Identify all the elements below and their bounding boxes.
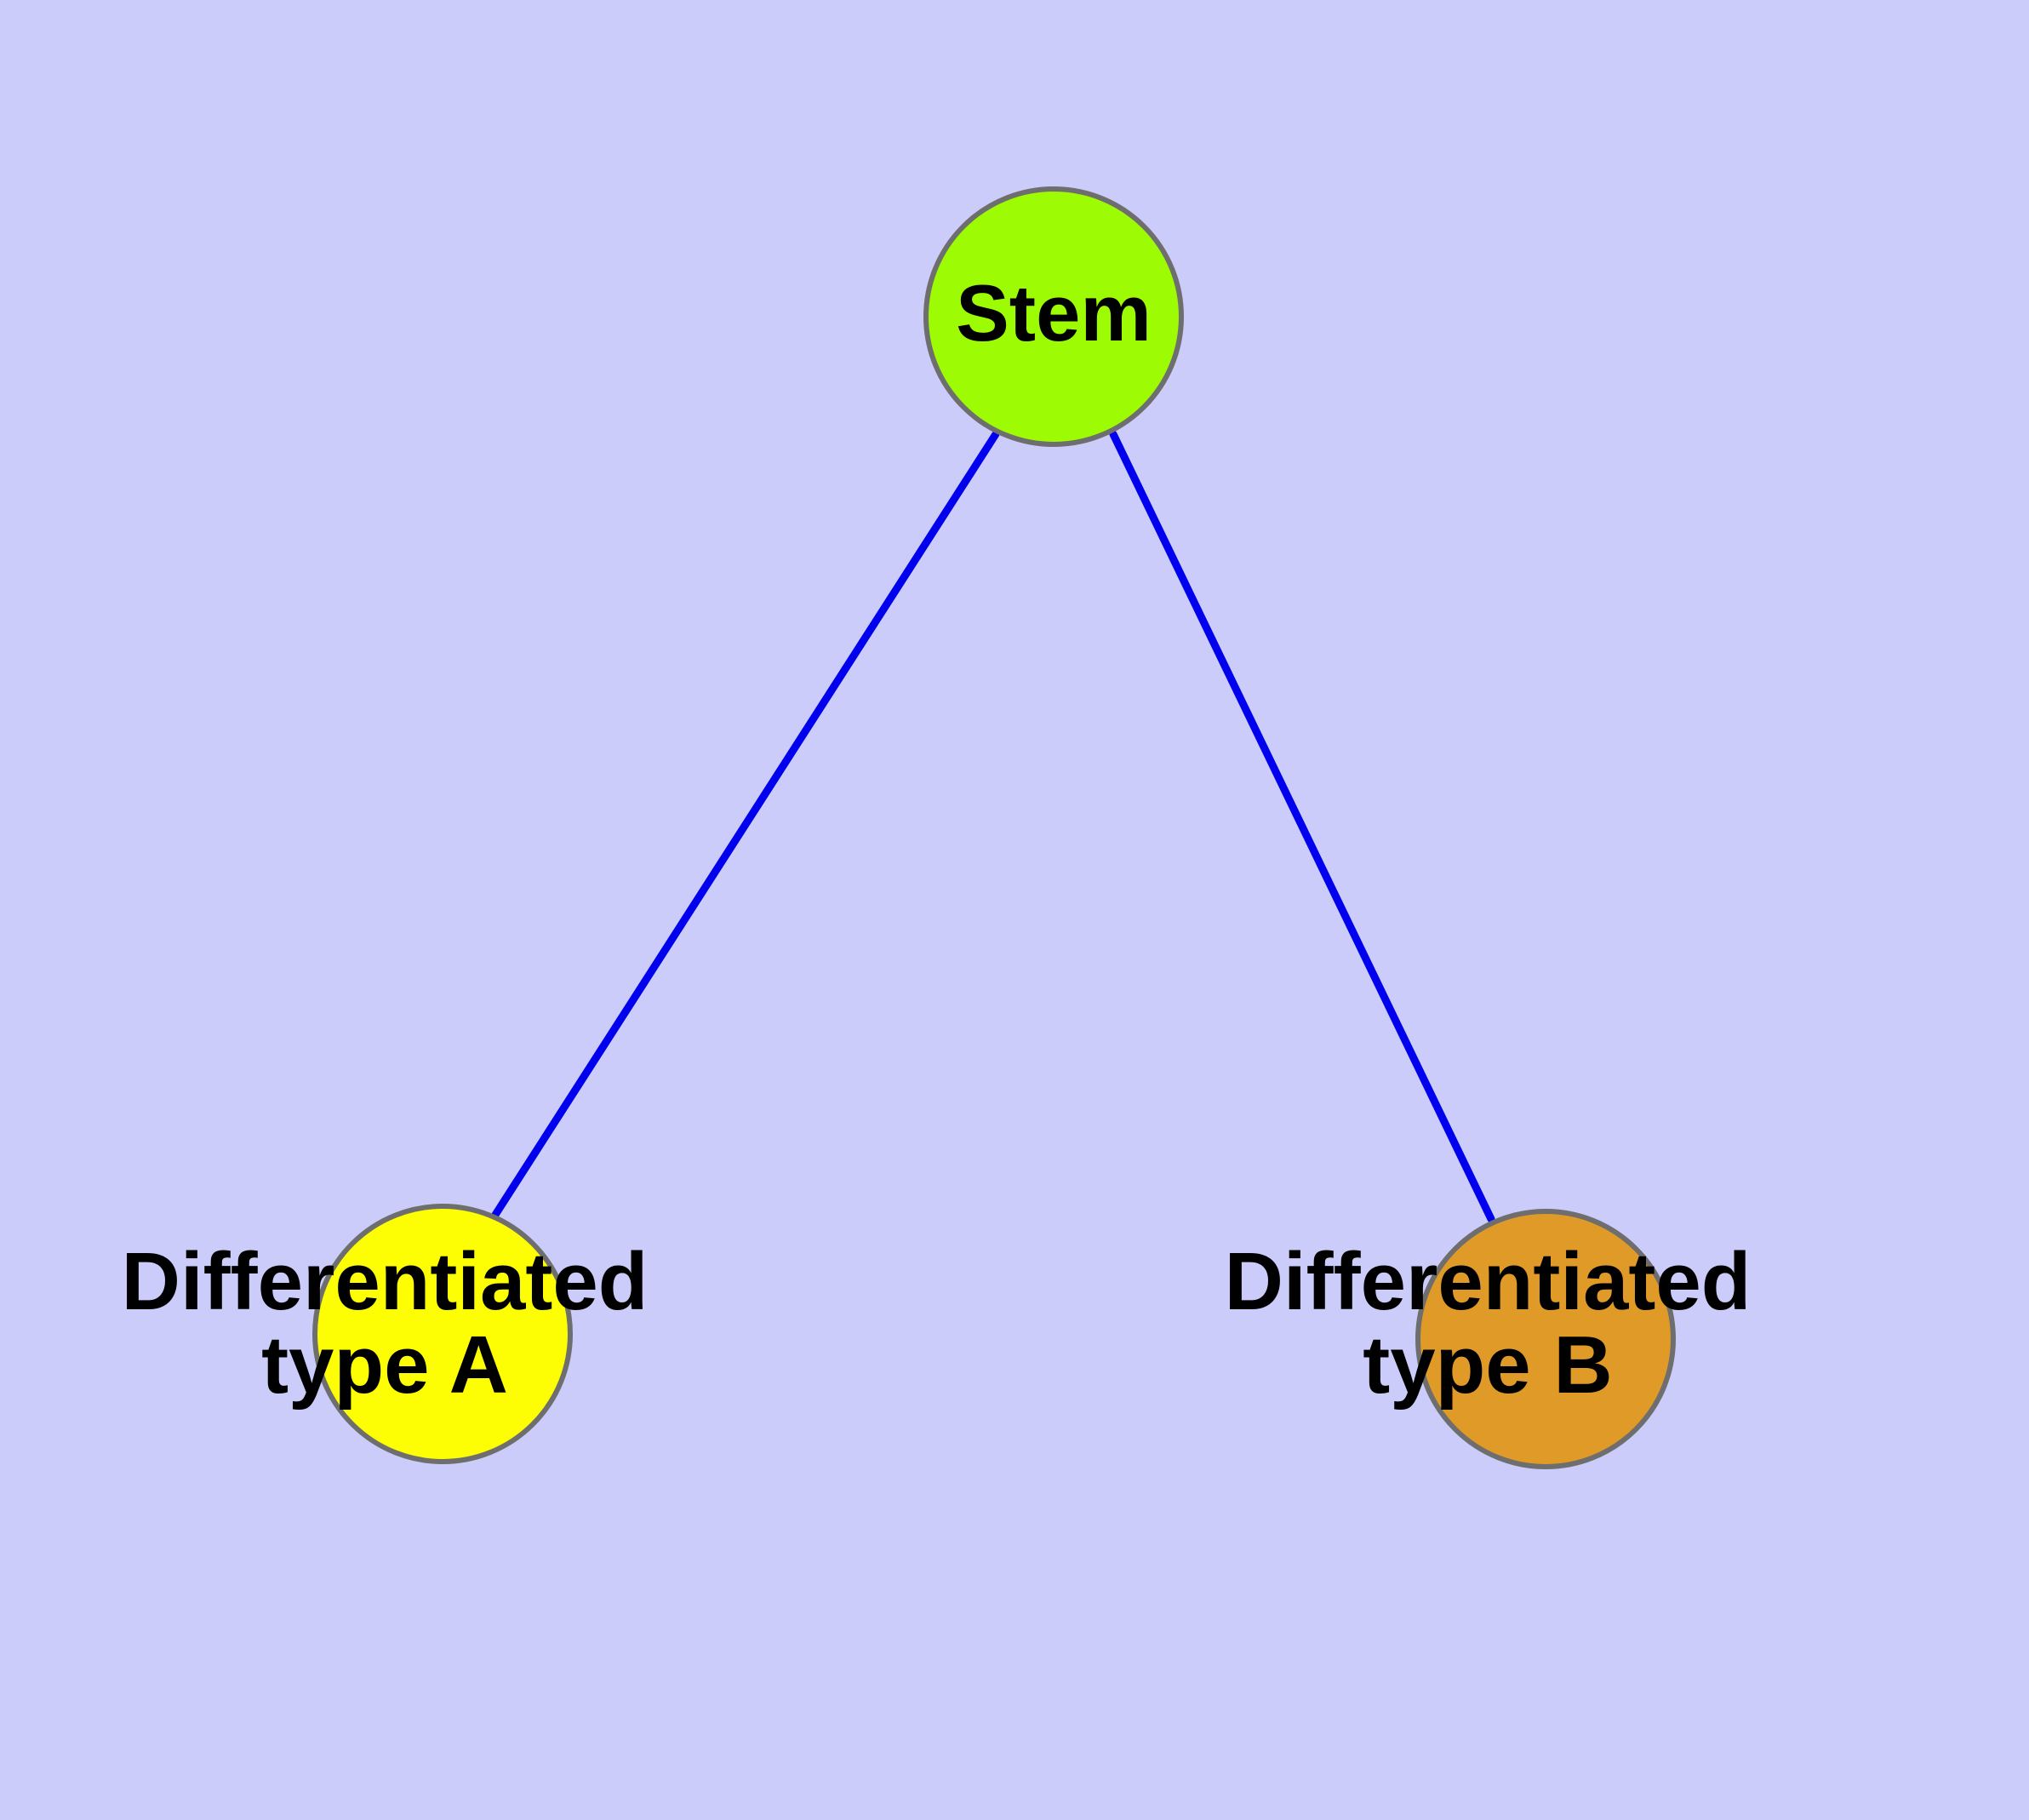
node-differentiated-type-b[interactable] [1415,1209,1676,1469]
node-stem[interactable] [923,186,1184,447]
edge-stem-to-differentiated-type-a[interactable] [491,430,1000,1219]
edge-stem-to-differentiated-type-b[interactable] [1109,430,1495,1223]
node-differentiated-type-a[interactable] [312,1204,573,1464]
